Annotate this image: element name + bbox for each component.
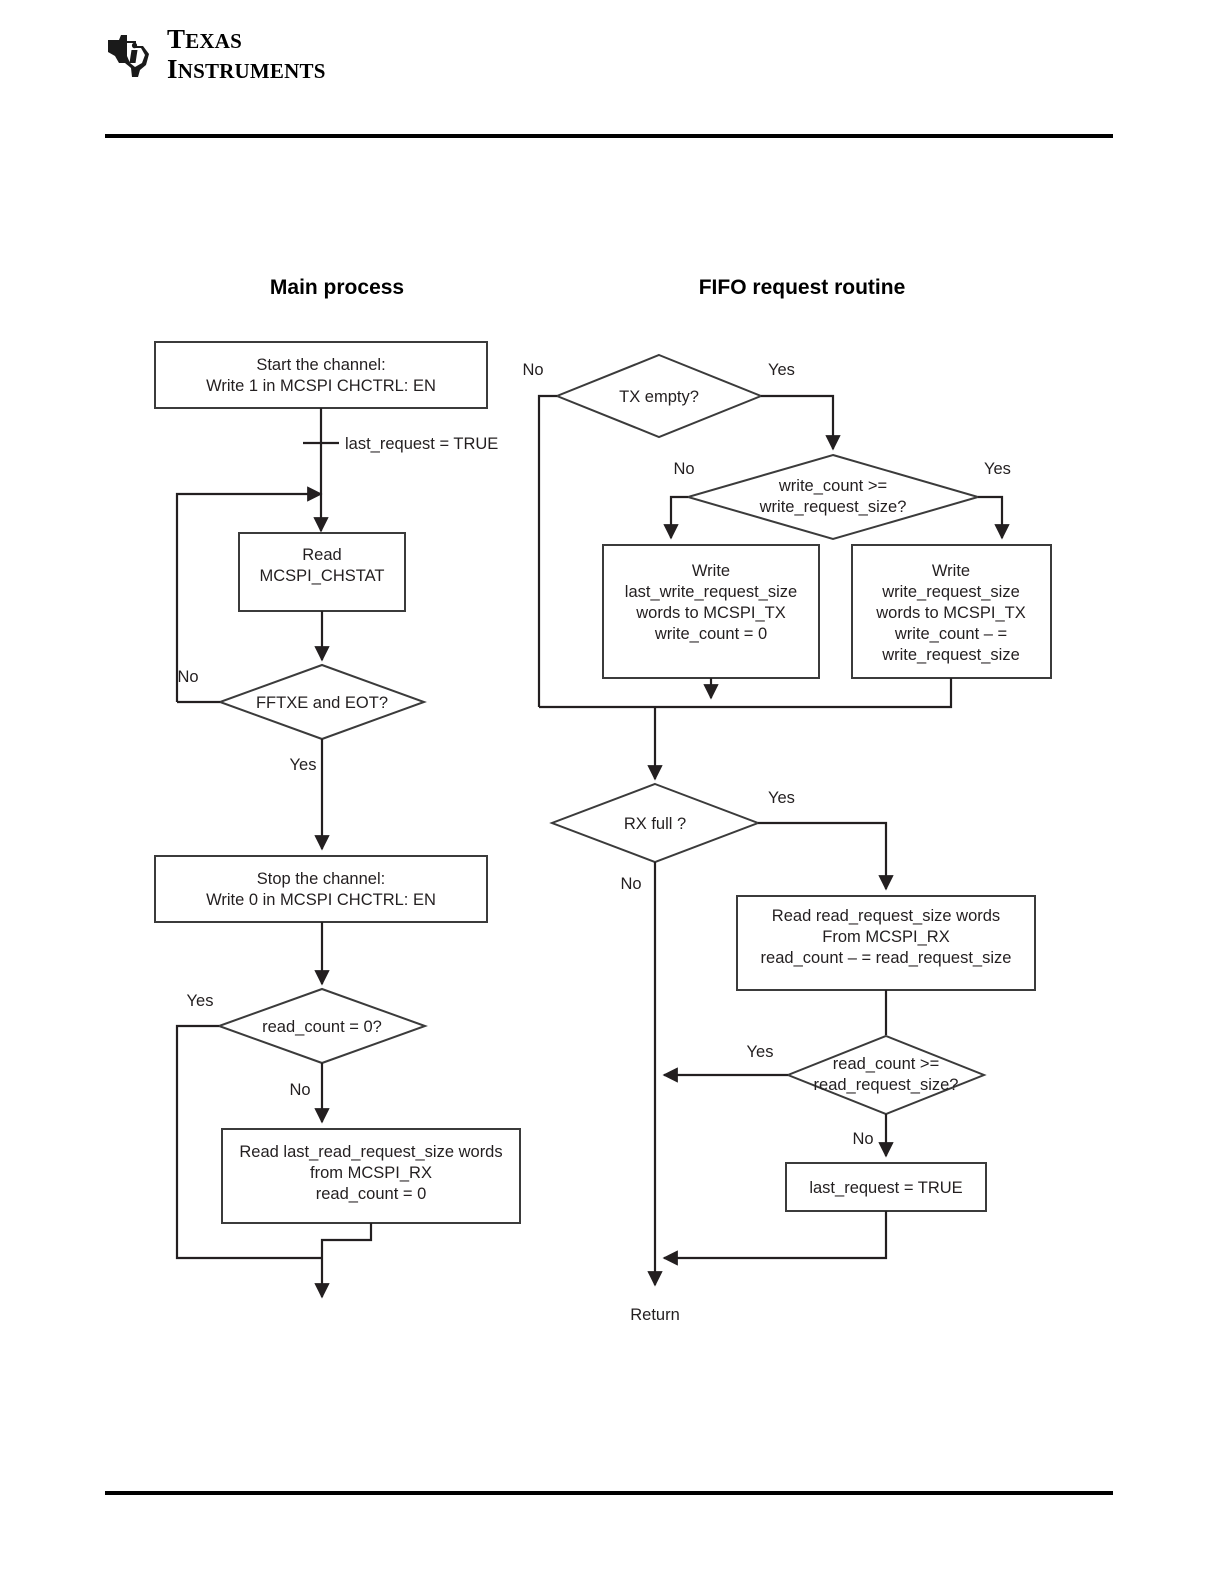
node-stop-channel-line-1: Stop the channel: — [257, 870, 385, 888]
edge-lastread-to-exit — [320, 1223, 373, 1288]
edge-rxfull-yes — [758, 821, 894, 891]
node-decision-read-count-cmp-line-1: read_count >= — [833, 1055, 939, 1073]
node-decision-rx-full-label: RX full ? — [624, 815, 686, 833]
node-start-channel-line-2: Write 1 in MCSPI CHCTRL: EN — [206, 377, 436, 395]
node-decision-tx-empty — [554, 353, 764, 439]
node-decision-tx-empty-label: TX empty? — [619, 388, 699, 406]
node-read-last-request-line-3: read_count = 0 — [316, 1185, 427, 1203]
edge-txempty-yes — [761, 394, 841, 451]
node-start-channel-line-1: Start the channel: — [256, 356, 385, 374]
edge-label-readcountcmp-yes: Yes — [747, 1043, 774, 1061]
node-read-rx-line-3: read_count – = read_request_size — [761, 949, 1012, 967]
edge-label-txempty-yes: Yes — [768, 361, 795, 379]
edge-write-merge-bus — [539, 678, 953, 709]
node-write-line-5: write_request_size — [881, 646, 1020, 664]
header-rule — [105, 134, 1113, 138]
node-read-last-request-line-1: Read last_read_request_size words — [239, 1143, 502, 1161]
edge-writecount-yes — [978, 495, 1010, 540]
brand-line-2: INSTRUMENTS — [167, 54, 326, 84]
node-write-last-line-4: write_count = 0 — [654, 625, 767, 643]
node-write-last-line-1: Write — [692, 562, 730, 580]
node-start-channel — [154, 341, 488, 409]
node-decision-write-count — [684, 453, 982, 541]
node-read-rx-line-2: From MCSPI_RX — [822, 928, 949, 946]
node-read-rx — [736, 895, 1036, 991]
node-write-line-2: write_request_size — [881, 583, 1020, 601]
node-write-last-line-3: words to MCSPI_TX — [635, 604, 785, 622]
column-title-main: Main process — [270, 276, 404, 299]
node-write-request-size — [851, 544, 1052, 679]
node-decision-read-count-cmp-line-2: read_request_size? — [814, 1076, 959, 1094]
column-title-fifo: FIFO request routine — [699, 276, 906, 299]
edge-label-txempty-no: No — [522, 361, 543, 379]
node-decision-write-count-line-1: write_count >= — [778, 477, 887, 495]
node-stop-channel — [154, 855, 488, 923]
node-decision-read-count-zero-label: read_count = 0? — [262, 1018, 382, 1036]
edge-writecount-no — [663, 495, 688, 540]
edge-label-readcountcmp-no: No — [852, 1130, 873, 1148]
edge-readcount-yes-bypass — [175, 1024, 322, 1260]
edge-label-readcount-no: No — [289, 1081, 310, 1099]
footer-rule — [105, 1491, 1113, 1495]
node-read-chstat — [238, 532, 406, 612]
node-last-request-true-label: last_request = TRUE — [809, 1179, 962, 1197]
node-read-chstat-line-1: Read — [302, 546, 341, 564]
ti-wordmark: TTexasEXAS INSTRUMENTS — [167, 26, 326, 83]
node-read-last-request-line-2: from MCSPI_RX — [310, 1164, 432, 1182]
node-write-line-4: write_count – = — [894, 625, 1007, 643]
annotation-last-request: last_request = TRUE — [345, 435, 498, 453]
node-write-line-1: Write — [932, 562, 970, 580]
edge-label-rxfull-no: No — [620, 875, 641, 893]
node-write-last-line-2: last_write_request_size — [625, 583, 797, 601]
edge-fftxe-no-loop — [175, 492, 312, 702]
brand-line-1: TTexasEXAS — [167, 24, 243, 54]
edge-label-fftxe-no: No — [177, 668, 198, 686]
terminal-return: Return — [630, 1306, 680, 1324]
edge-label-writecount-no: No — [673, 460, 694, 478]
edge-label-rxfull-yes: Yes — [768, 789, 795, 807]
edge-label-readcount-yes: Yes — [187, 992, 214, 1010]
node-stop-channel-line-2: Write 0 in MCSPI CHCTRL: EN — [206, 891, 436, 909]
node-read-rx-line-1: Read read_request_size words — [772, 907, 1000, 925]
node-decision-fftxe-label: FFTXE and EOT? — [256, 694, 388, 712]
edge-label-writecount-yes: Yes — [984, 460, 1011, 478]
ti-logo-icon — [108, 34, 149, 77]
node-read-chstat-line-2: MCSPI_CHSTAT — [260, 567, 385, 585]
ti-logo: TTexasEXAS INSTRUMENTS — [105, 26, 326, 83]
node-write-line-3: words to MCSPI_TX — [875, 604, 1025, 622]
edge-txempty-no — [537, 394, 557, 707]
edge-lastrequest-merge — [662, 1211, 888, 1266]
edge-label-fftxe-yes: Yes — [290, 756, 317, 774]
node-decision-read-count-cmp — [785, 1034, 987, 1116]
node-read-last-request — [221, 1128, 521, 1224]
node-decision-write-count-line-2: write_request_size? — [759, 498, 907, 516]
node-last-request-true — [785, 1162, 987, 1212]
